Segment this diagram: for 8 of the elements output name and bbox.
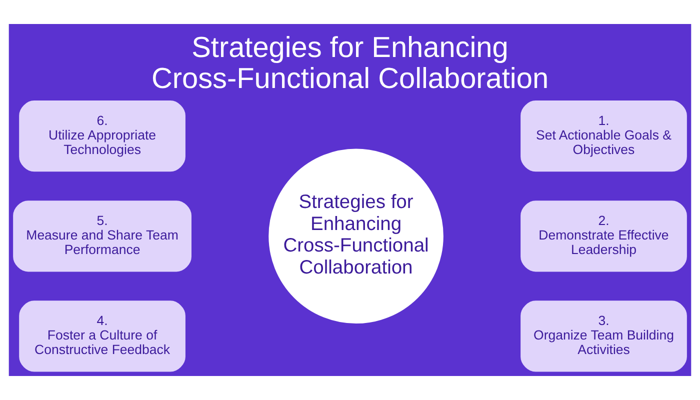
node-box: 3. Organize Team Building Activities bbox=[520, 300, 687, 372]
node-box: 1. Set Actionable Goals & Objectives bbox=[520, 100, 687, 172]
node-box: 6. Utilize Appropriate Technologies bbox=[19, 100, 186, 172]
node-box: 4. Foster a Culture of Constructive Feedback bbox=[19, 300, 186, 372]
diagram-title: Strategies for Enhancing Cross-Functional Collaboration bbox=[151, 32, 549, 96]
node-box: 2. Demonstrate Effective Leadership bbox=[520, 200, 687, 272]
node-box: 5. Measure and Share Team Performance bbox=[13, 200, 192, 272]
node-circle: Strategies for Enhancing Cross-Functional Collaboration bbox=[268, 148, 444, 324]
